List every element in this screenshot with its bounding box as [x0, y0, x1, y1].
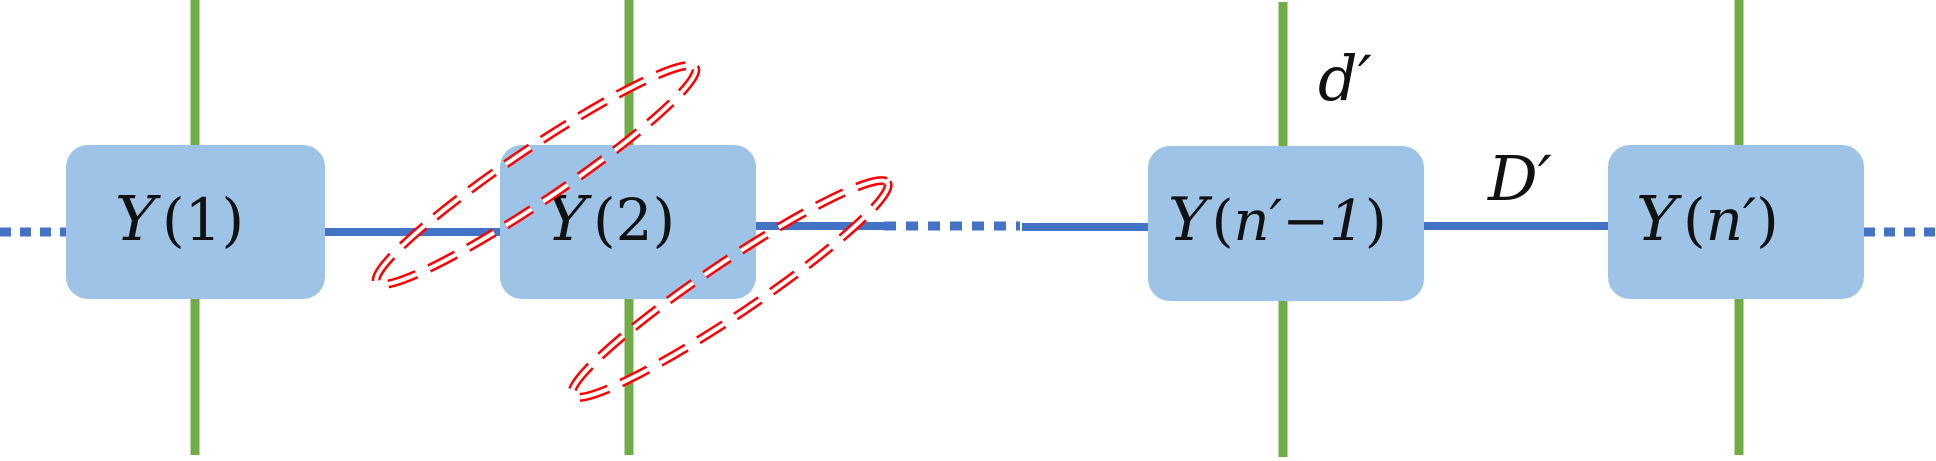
ellipse-lower — [567, 176, 893, 402]
node-n-minus-1-label: Y(n′−1) — [1168, 185, 1387, 255]
node-1-box — [66, 145, 325, 299]
node-n-label: Y(n′) — [1636, 182, 1779, 255]
node-2-label: Y(2) — [546, 182, 675, 255]
node-n-box — [1608, 145, 1864, 299]
bond-dim-label: D′ — [1487, 142, 1552, 215]
node-labels: Y(1) Y(2) Y(n′−1) Y(n′) — [115, 182, 1779, 255]
node-1-label: Y(1) — [115, 182, 244, 255]
physical-dim-label: d′ — [1318, 42, 1372, 115]
ellipse-upper — [371, 60, 701, 290]
contraction-ellipses — [371, 60, 893, 402]
node-boxes — [66, 145, 1864, 301]
node-n-minus-1-box — [1148, 146, 1424, 301]
